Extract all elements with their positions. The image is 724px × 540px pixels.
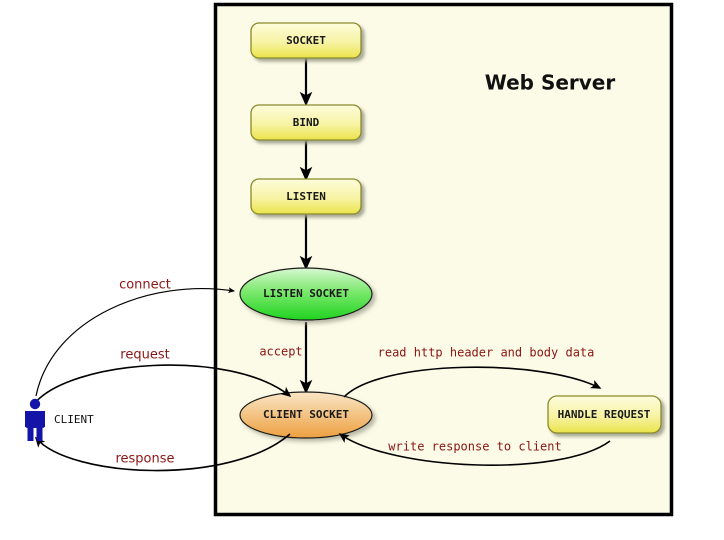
node-handle-request[interactable]: HANDLE REQUEST	[547, 395, 662, 434]
node-bind-label: BIND	[293, 116, 320, 129]
node-listen-label: LISTEN	[286, 190, 326, 203]
edge-connect-label: connect	[119, 278, 171, 293]
node-handle-request-shape	[547, 395, 662, 434]
node-listen-socket[interactable]: LISTEN SOCKET	[239, 267, 373, 321]
edge-request	[33, 364, 292, 405]
node-bind[interactable]: BIND	[250, 104, 362, 141]
node-client-socket-label: CLIENT SOCKET	[263, 408, 349, 421]
node-socket-shape	[250, 22, 362, 59]
node-socket[interactable]: SOCKET	[250, 22, 362, 59]
edge-response-label: response	[115, 452, 174, 467]
person-icon	[25, 398, 45, 441]
node-listen-socket-shape	[239, 267, 373, 321]
node-listen[interactable]: LISTEN	[250, 178, 362, 215]
client-actor-label: CLIENT	[54, 413, 94, 426]
node-client-socket-shape	[239, 391, 373, 439]
edge-response	[34, 433, 291, 472]
edge-read-request	[343, 366, 602, 398]
edge-read-request-label: read http header and body data	[378, 346, 595, 360]
node-listen-shape	[250, 178, 362, 215]
page-title: Web Server	[485, 71, 616, 95]
client-actor[interactable]: CLIENT	[25, 398, 94, 441]
node-handle-request-label: HANDLE REQUEST	[558, 408, 651, 421]
edge-connect	[35, 287, 235, 397]
edge-write-response	[338, 433, 611, 466]
node-listen-socket-label: LISTEN SOCKET	[263, 287, 349, 300]
edge-request-label: request	[120, 348, 169, 363]
node-bind-shape	[250, 104, 362, 141]
edge-accept-label: accept	[259, 345, 302, 359]
node-client-socket[interactable]: CLIENT SOCKET	[239, 391, 373, 439]
edge-write-response-label: write response to client	[388, 440, 561, 454]
node-socket-label: SOCKET	[286, 34, 326, 47]
